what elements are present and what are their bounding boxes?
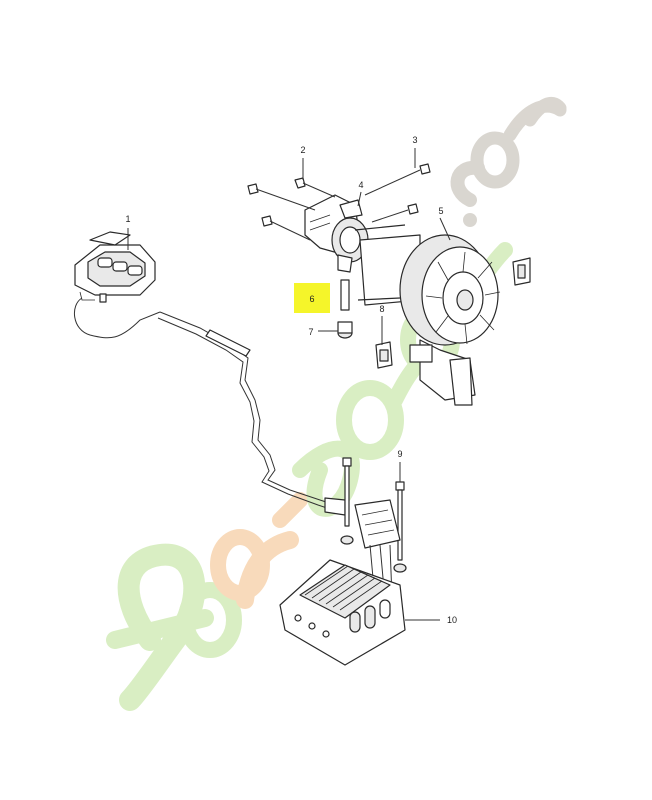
callout-4[interactable]: 4 — [358, 180, 363, 190]
callout-8[interactable]: 8 — [379, 304, 384, 314]
callout-2[interactable]: 2 — [300, 145, 305, 155]
callout-1[interactable]: 1 — [125, 214, 130, 224]
part-7-washer — [337, 321, 353, 339]
part-5-motor-fan — [354, 224, 531, 406]
callout-7[interactable]: 7 — [308, 327, 313, 337]
callout-3[interactable]: 3 — [412, 135, 417, 145]
callout-10[interactable]: 10 — [447, 615, 457, 625]
callout-5[interactable]: 5 — [438, 206, 443, 216]
callout-6[interactable]: 6 — [309, 294, 314, 304]
part-8-grommet — [375, 341, 393, 369]
part-9-screws — [340, 457, 407, 573]
part-10-control-unit — [279, 499, 406, 666]
leader-lines — [127, 148, 451, 621]
callout-6-highlight — [294, 283, 330, 313]
part-4-motor-housing — [304, 194, 369, 273]
callouts: 1 2 3 4 5 6 7 8 9 10 — [125, 135, 457, 625]
bolts-top — [247, 163, 431, 241]
part-6-screw — [340, 279, 350, 311]
part-1-remote-keypad — [74, 231, 346, 516]
callout-9[interactable]: 9 — [397, 449, 402, 459]
